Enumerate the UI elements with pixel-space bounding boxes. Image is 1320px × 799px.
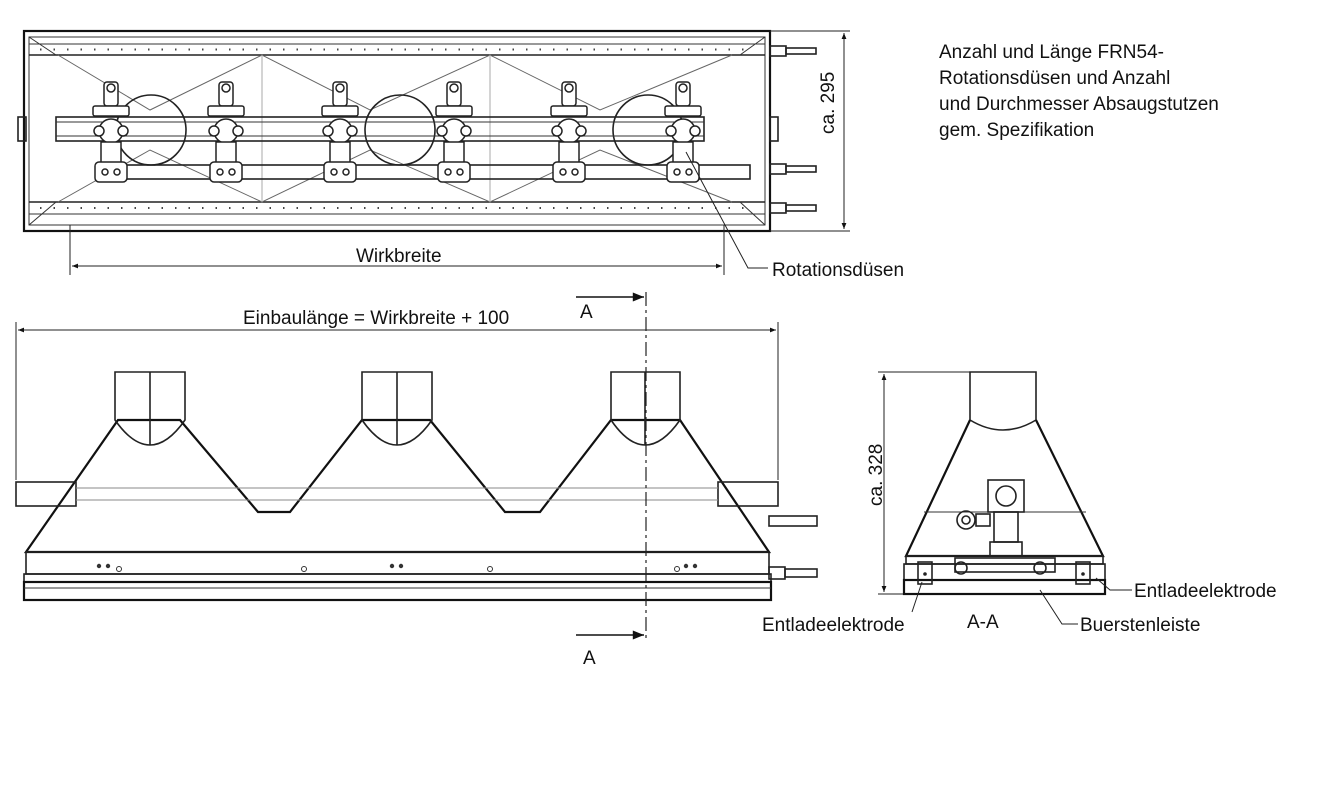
einbaulaenge-label: Einbaulänge = Wirkbreite + 100 (243, 308, 509, 329)
front-view (15, 292, 818, 640)
rotationsduesen-label: Rotationsdüsen (772, 260, 904, 281)
nozzle-assemblies (92, 81, 702, 183)
suction-port-2 (364, 94, 436, 166)
wirkbreite-label: Wirkbreite (356, 246, 442, 267)
section-title: A-A (967, 612, 999, 633)
note-line-3: und Durchmesser Absaugstutzen (939, 94, 1219, 115)
specification-note: Anzahl und Länge FRN54- Rotationsdüsen u… (939, 40, 1309, 144)
entladeelektrode-right-label: Entladeelektrode (1134, 581, 1277, 602)
entladeelektrode-left-label: Entladeelektrode (762, 615, 905, 636)
buerstenleiste-label: Buerstenleiste (1080, 615, 1200, 636)
height-top-label: ca. 295 (818, 72, 839, 134)
suction-spouts (114, 371, 681, 446)
section-marker-bottom: A (583, 648, 596, 669)
frame-outer (22, 29, 772, 233)
note-line-4: gem. Spezifikation (939, 120, 1095, 141)
note-line-2: Rotationsdüsen und Anzahl (939, 68, 1171, 89)
note-line-1: Anzahl und Länge FRN54- (939, 42, 1164, 63)
section-marker-top: A (580, 302, 593, 323)
nozzle-bar (55, 116, 705, 142)
height-section-label: ca. 328 (866, 444, 887, 506)
section-view (878, 371, 1132, 625)
top-view (17, 29, 850, 275)
brush-strip (22, 580, 773, 602)
